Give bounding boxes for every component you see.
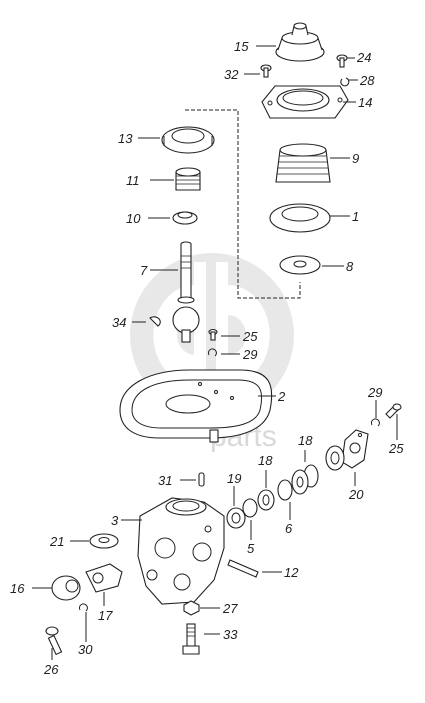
callout-28: 28 — [359, 73, 375, 88]
part-34-key — [149, 316, 161, 327]
part-30-clip — [78, 603, 88, 612]
assembly-guide-lines — [185, 109, 301, 299]
part-29-clip-lower — [370, 418, 380, 427]
callout-labels: 15 24 32 28 14 13 9 11 10 1 7 8 34 25 29… — [10, 39, 404, 677]
callout-20: 20 — [348, 487, 364, 502]
part-7-shaft — [172, 241, 200, 343]
part-25-screw-upper — [208, 328, 218, 341]
part-24-screw — [336, 54, 348, 68]
callout-16: 16 — [10, 581, 25, 596]
callout-31: 31 — [158, 473, 172, 488]
callout-7: 7 — [140, 263, 148, 278]
callout-25-upper: 25 — [242, 329, 258, 344]
part-10-bushing — [172, 211, 198, 225]
part-12-rod — [227, 559, 259, 578]
part-32-screw — [260, 64, 272, 78]
callout-3: 3 — [111, 513, 119, 528]
callout-15: 15 — [234, 39, 249, 54]
callout-11: 11 — [126, 173, 140, 188]
callout-33: 33 — [223, 627, 238, 642]
callout-24: 24 — [356, 50, 371, 65]
callout-34: 34 — [112, 315, 126, 330]
part-14-plate — [261, 85, 349, 119]
callout-26: 26 — [43, 662, 59, 677]
callout-5: 5 — [247, 541, 255, 556]
callout-18-left: 18 — [258, 453, 273, 468]
part-15-cap — [275, 22, 325, 62]
part-9-bellows — [275, 143, 331, 183]
callout-2: 2 — [277, 389, 286, 404]
callout-13: 13 — [118, 131, 133, 146]
part-11-spring — [175, 167, 201, 191]
callout-29-upper: 29 — [242, 347, 257, 362]
callout-18-right: 18 — [298, 433, 313, 448]
part-1-disc — [269, 203, 331, 233]
part-8-washer — [279, 255, 321, 275]
callout-32: 32 — [224, 67, 239, 82]
part-2-frame — [119, 369, 273, 443]
callout-27: 27 — [222, 601, 238, 616]
callout-9: 9 — [352, 151, 359, 166]
callout-21: 21 — [49, 534, 64, 549]
part-33-bolt — [182, 623, 200, 655]
part-25-screw-lower — [385, 403, 402, 419]
part-28-clip — [340, 77, 350, 87]
callout-25-lower: 25 — [388, 441, 404, 456]
callout-6: 6 — [285, 521, 293, 536]
part-stack-right — [226, 445, 345, 529]
callout-8: 8 — [346, 259, 354, 274]
leader-lines — [32, 45, 398, 660]
part-27-nut — [183, 600, 200, 616]
callout-1: 1 — [352, 209, 359, 224]
callout-17: 17 — [98, 608, 113, 623]
callout-12: 12 — [284, 565, 299, 580]
part-26-bolt — [45, 626, 63, 656]
part-13-ring — [161, 126, 215, 154]
part-3-housing — [137, 497, 225, 605]
part-29-clip-upper — [207, 348, 217, 357]
part-20-bracket — [341, 429, 369, 469]
part-16-knob — [51, 575, 81, 601]
part-17-lever — [85, 563, 123, 593]
callout-14: 14 — [358, 95, 372, 110]
callout-29-lower: 29 — [367, 385, 382, 400]
part-21-washer — [89, 533, 119, 549]
callout-30: 30 — [78, 642, 93, 657]
callout-19: 19 — [227, 471, 241, 486]
part-31-pin — [198, 472, 205, 487]
callout-10: 10 — [126, 211, 141, 226]
